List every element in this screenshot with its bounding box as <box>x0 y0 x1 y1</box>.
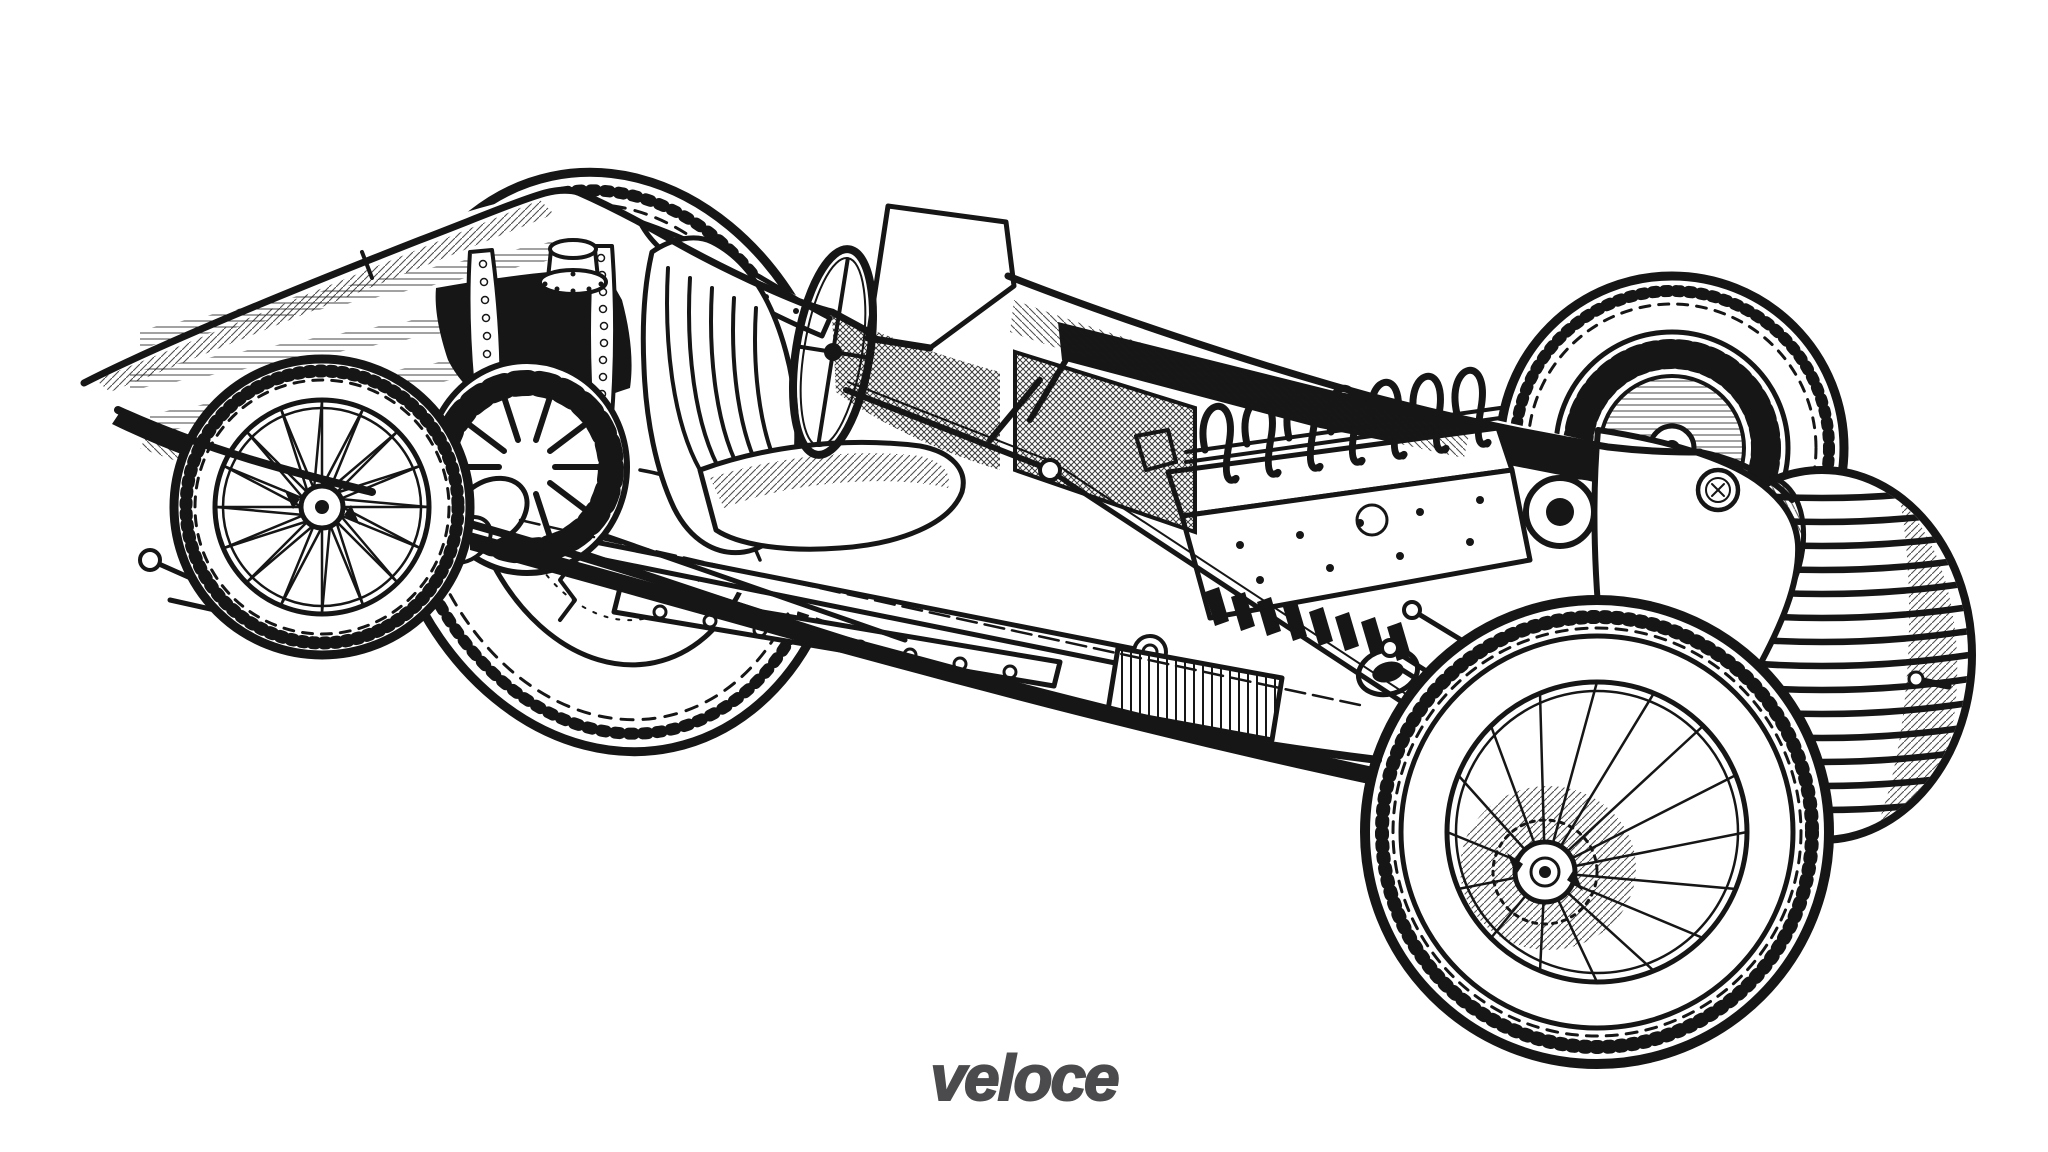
hub-knockoff <box>1507 839 1583 905</box>
fuel-filler-cap <box>538 238 608 296</box>
wire-spokes <box>214 399 430 615</box>
body-outline <box>80 186 1795 764</box>
veloce-wordmark: veloce <box>929 1042 1120 1114</box>
engine-block <box>1179 467 1533 621</box>
rear-left-wheel <box>169 354 475 660</box>
windscreen <box>864 203 1017 352</box>
steering-wheel <box>788 245 878 459</box>
front-left-wheel <box>1360 595 1834 1069</box>
seat <box>640 235 966 556</box>
scuttle-shading <box>1010 300 1470 458</box>
firewall-mesh <box>1013 349 1197 535</box>
starting-crank-stub <box>1907 670 1952 690</box>
hub-knockoff <box>284 483 360 531</box>
steering-column <box>843 381 1413 709</box>
maker-badge <box>1695 467 1741 513</box>
